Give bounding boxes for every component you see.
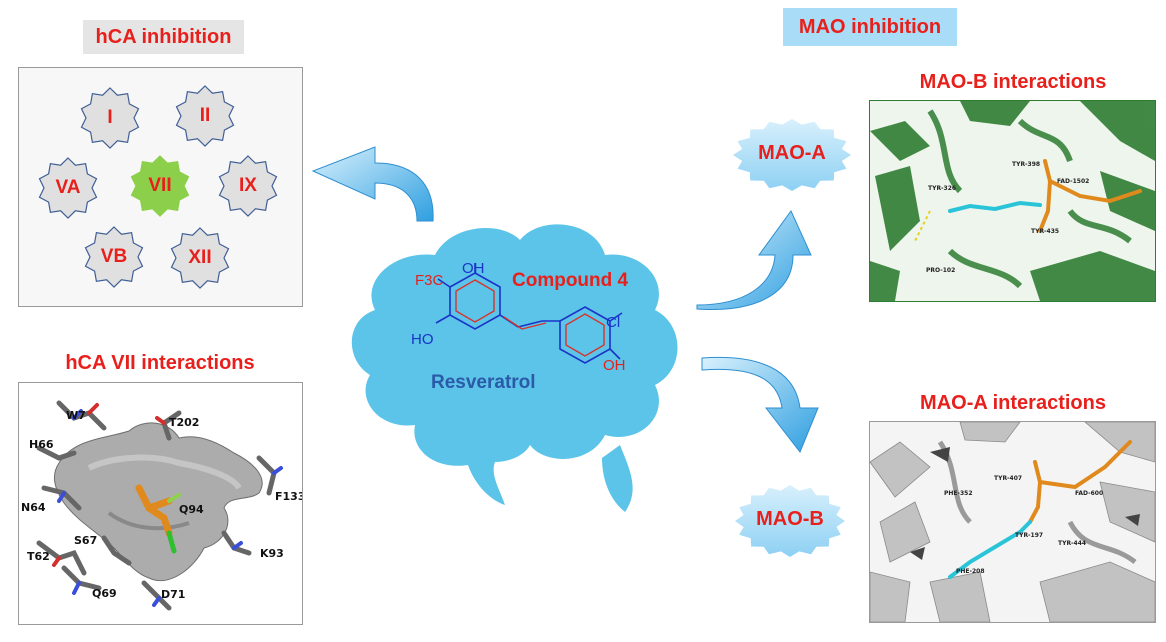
mao-a-residue-label: PHE-208: [956, 568, 985, 575]
residue-label: F133: [275, 490, 303, 503]
mao-b-protein-image: [870, 101, 1155, 301]
residue-label: T62: [27, 550, 50, 563]
cl-substituent: Cl: [606, 314, 621, 331]
isoform-vii-label: VII: [148, 175, 172, 196]
isoform-xii-label: XII: [188, 247, 212, 268]
residue-label: Q69: [92, 587, 117, 600]
mao-title-badge: MAO inhibition: [783, 8, 957, 46]
residue-label: W7: [66, 409, 86, 422]
residue-label: K93: [260, 547, 284, 560]
isoform-vb: VB: [82, 225, 146, 289]
isoform-vii-star-icon: [130, 155, 190, 217]
oh-left-substituent: HO: [411, 331, 434, 348]
compound-structure-icon: [435, 263, 623, 364]
hca-title: hCA inhibition: [95, 26, 232, 48]
mao-a-residue-label: FAD-600: [1075, 490, 1104, 497]
hca-vii-interactions-title: hCA VII interactions: [65, 352, 255, 374]
compound-label: Compound 4: [512, 270, 629, 291]
isoform-vb-label: VB: [100, 246, 128, 267]
mao-b-residue-label: TYR-398: [1012, 161, 1041, 168]
mao-a-protein-image: [870, 422, 1155, 622]
mao-b-interactions-title: MAO-B interactions: [919, 71, 1107, 93]
oh-top-substituent: OH: [462, 260, 485, 277]
mao-a-burst-icon: [733, 119, 851, 191]
isoform-i-label: I: [107, 107, 113, 128]
hca-vii-surface-image: [36, 400, 283, 611]
isoform-va-label: VA: [55, 177, 81, 198]
isoform-vii: VII: [128, 154, 192, 218]
isoform-va-star-icon: [38, 157, 98, 219]
isoform-ii-label: II: [199, 105, 211, 126]
mao-title: MAO inhibition: [798, 16, 942, 38]
residue-label: H66: [29, 438, 54, 451]
mao-a-residue-label: TYR-407: [994, 475, 1023, 482]
isoform-ii: II: [173, 84, 237, 148]
hca-isoform-panel: I II VA VII IX VB XII: [18, 67, 303, 307]
residue-label: S67: [74, 534, 98, 547]
arrow-to-mao-b-icon: [701, 356, 819, 453]
mao-b-residue-label: TYR-326: [928, 185, 957, 192]
mao-b-residue-label: TYR-435: [1031, 228, 1060, 235]
isoform-ix-star-icon: [218, 155, 278, 217]
hca-vii-docking-panel: W7 T202 H66 F133 N64 Q94 S67 K93 T62 Q69…: [18, 382, 303, 625]
isoform-vb-star-icon: [84, 226, 144, 288]
arrow-to-hca-icon: [311, 146, 434, 222]
mao-a-residue-label: TYR-444: [1058, 540, 1087, 547]
resveratrol-label: Resveratrol: [431, 372, 536, 393]
mao-a-docking-panel: TYR-407 PHE-352 FAD-600 TYR-197 TYR-444 …: [869, 421, 1156, 623]
residue-label: T202: [169, 416, 200, 429]
mao-b-label: MAO-B: [756, 508, 824, 530]
cf3-substituent: F3C: [415, 272, 444, 289]
residue-label: N64: [21, 501, 46, 514]
isoform-va: VA: [36, 156, 100, 220]
central-cloud-icon: [351, 224, 678, 512]
mao-a-residue-label: TYR-197: [1015, 532, 1044, 539]
mao-a-interactions-title: MAO-A interactions: [920, 392, 1106, 414]
mao-b-residue-label: PRO-102: [926, 267, 956, 274]
mao-b-residue-label: FAD-1502: [1057, 178, 1090, 185]
residue-label: D71: [161, 588, 186, 601]
isoform-ii-star-icon: [175, 85, 235, 147]
arrow-to-mao-a-icon: [696, 210, 812, 310]
mao-b-docking-panel: TYR-398 TYR-326 FAD-1502 TYR-435 PRO-102: [869, 100, 1156, 302]
hca-title-badge: hCA inhibition: [83, 20, 244, 54]
residue-label: Q94: [179, 503, 204, 516]
mao-a-label: MAO-A: [758, 142, 826, 164]
mao-b-burst-icon: [735, 485, 845, 557]
mao-a-residue-label: PHE-352: [944, 490, 973, 497]
isoform-xii-star-icon: [170, 227, 230, 289]
oh-right-substituent: OH: [603, 357, 626, 374]
isoform-i-star-icon: [80, 87, 140, 149]
isoform-xii: XII: [168, 226, 232, 290]
isoform-i: I: [78, 86, 142, 150]
isoform-ix: IX: [216, 154, 280, 218]
isoform-ix-label: IX: [239, 175, 257, 196]
